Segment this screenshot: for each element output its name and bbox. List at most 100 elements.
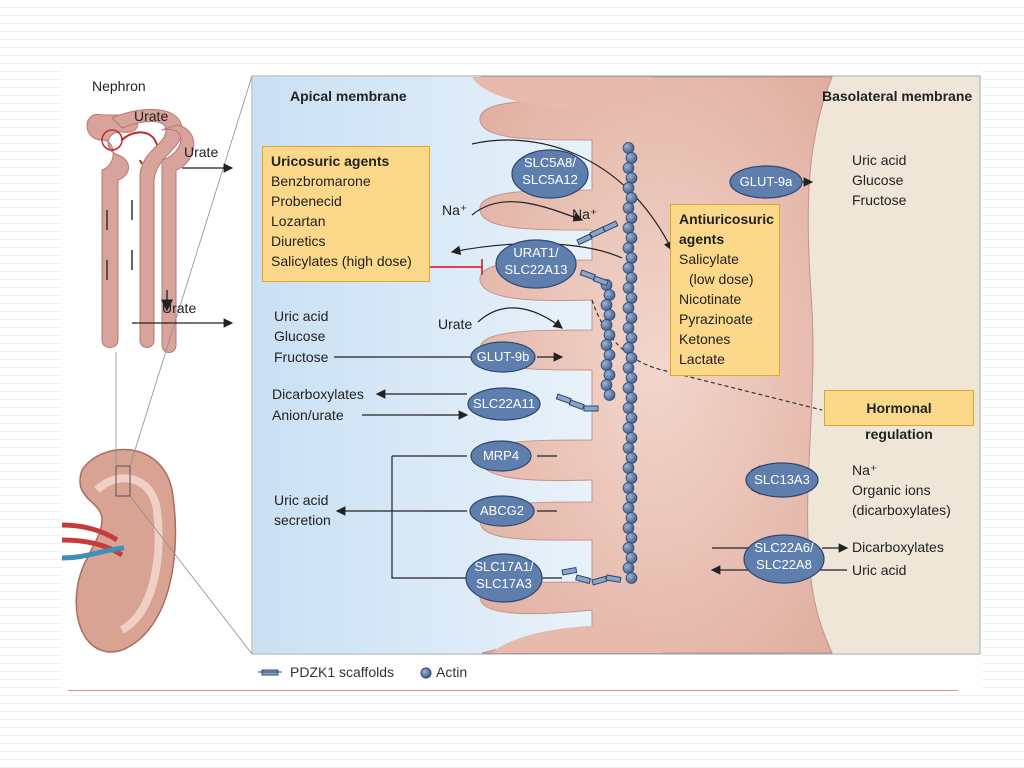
actin-bead	[600, 299, 613, 311]
urate-label: Urate	[162, 300, 197, 316]
apical-membrane-label: Apical membrane	[290, 88, 407, 104]
antiuricosuric-agents-box: Antiuricosuric agents Salicylate (low do…	[670, 204, 780, 376]
slc5a8-label: SLC5A8/ SLC5A12	[512, 154, 588, 188]
organic-ions-label: Organic ions	[852, 482, 931, 498]
dicarboxylates-label: Dicarboxylates	[852, 539, 944, 555]
actin-bead	[625, 352, 638, 364]
actin-bead	[603, 369, 616, 381]
actin-bead	[622, 442, 635, 454]
actin-bead	[625, 312, 638, 324]
anion-urate-label: Anion/urate	[272, 407, 344, 423]
figure-panel: Nephron Urate Urate Urate Apical membran…	[61, 70, 982, 690]
glucose-label: Glucose	[852, 172, 904, 188]
transporter-text: SLC22A13	[504, 262, 568, 277]
glut9a-label: GLUT-9a	[739, 174, 793, 189]
uricosuric-item: Probenecid	[271, 193, 342, 209]
actin-bead	[622, 142, 635, 154]
fructose-label: Fructose	[274, 349, 329, 365]
mrp4-label: MRP4	[482, 448, 520, 463]
secretion-label: Uric acid	[274, 492, 329, 508]
actin-bead	[622, 502, 635, 514]
actin-bead	[625, 472, 638, 484]
actin-filament	[622, 142, 638, 584]
dicarboxylates-label: Dicarboxylates	[272, 386, 364, 402]
antiuricosuric-title: Antiuricosuric	[679, 211, 774, 227]
actin-bead	[622, 342, 635, 354]
diagram-canvas	[61, 75, 981, 679]
mrp4-transporter[interactable]	[470, 440, 532, 472]
actin-bead	[622, 202, 635, 214]
slc5a8-transporter[interactable]	[511, 149, 589, 199]
actin-bead	[625, 452, 638, 464]
legend-pdzk1: PDZK1 scaffolds	[290, 664, 395, 680]
salicylate-arrow	[471, 139, 673, 252]
secretion-label: secretion	[274, 512, 331, 528]
na-label: Na⁺	[852, 462, 878, 478]
transporters	[465, 149, 825, 603]
uric-acid-label: Uric acid	[274, 308, 329, 324]
slc22a11-label: SLC22A11	[473, 396, 535, 411]
cell-bottom-cap	[492, 625, 662, 653]
actin-bead	[600, 359, 613, 371]
antiuricosuric-item: (low dose)	[689, 271, 754, 287]
urate-label: Urate	[438, 316, 473, 332]
glut9b-label: GLUT-9b	[476, 349, 530, 364]
pdzk1-scaffolds	[555, 220, 622, 586]
actin-bead	[622, 262, 635, 274]
actin-bead	[622, 542, 635, 554]
uricosuric-item: Benzbromarone	[271, 173, 371, 189]
actin-bead	[625, 152, 638, 164]
actin-bead	[625, 392, 638, 404]
cell-top-cap	[472, 77, 652, 109]
transporter-text: SLC22A8	[756, 557, 812, 572]
urate-label: Urate	[184, 144, 219, 160]
glut9b-transporter[interactable]	[470, 341, 536, 373]
slc13a3-transporter[interactable]	[745, 462, 819, 498]
actin-bead	[625, 492, 638, 504]
fructose-label: Fructose	[852, 192, 907, 208]
actin-bead	[603, 389, 616, 401]
urate-label: Urate	[134, 108, 169, 124]
hormonal-dashed-line	[591, 299, 823, 411]
nephron-label: Nephron	[92, 78, 146, 94]
slc22a6-transporter[interactable]	[743, 534, 825, 584]
legend-actin: Actin	[436, 664, 468, 680]
uricosuric-item: Salicylates (high dose)	[271, 253, 412, 269]
actin-bead	[625, 532, 638, 544]
actin-bead	[625, 172, 638, 184]
actin-bead	[625, 332, 638, 344]
actin-bead	[625, 412, 638, 424]
actin-filament-secondary	[600, 279, 616, 401]
actin-bead	[603, 349, 616, 361]
dicarboxylates-label: (dicarboxylates)	[852, 502, 951, 518]
actin-bead	[600, 379, 613, 391]
actin-bead	[603, 289, 616, 301]
slc22a11-transporter[interactable]	[467, 387, 541, 421]
zoom-line	[129, 75, 253, 467]
actin-bead	[622, 422, 635, 434]
actin-bead	[625, 212, 638, 224]
actin-bead	[622, 482, 635, 494]
glucose-label: Glucose	[274, 328, 326, 344]
legend-symbols	[258, 667, 432, 679]
actin-bead	[622, 462, 635, 474]
zoom-line	[129, 495, 253, 655]
antiuricosuric-title: agents	[679, 231, 725, 247]
actin-bead	[622, 362, 635, 374]
actin-bead	[625, 292, 638, 304]
abcg2-transporter[interactable]	[469, 495, 535, 527]
actin-bead	[625, 232, 638, 244]
glut9a-transporter[interactable]	[729, 165, 803, 199]
antiuricosuric-item: Pyrazinoate	[679, 311, 753, 327]
transporter-text: SLC5A8/	[523, 155, 577, 170]
actin-bead	[622, 222, 635, 234]
kidney-illustration	[61, 448, 177, 653]
antiuricosuric-item: Ketones	[679, 331, 731, 347]
actin-bead	[625, 192, 638, 204]
basolateral-membrane-label: Basolateral membrane	[822, 88, 973, 104]
actin-bead	[603, 309, 616, 321]
actin-bead	[625, 272, 638, 284]
urat1-transporter[interactable]	[495, 239, 577, 289]
slc17a1-transporter[interactable]	[465, 553, 543, 603]
transporter-text: SLC17A1/	[474, 559, 534, 574]
